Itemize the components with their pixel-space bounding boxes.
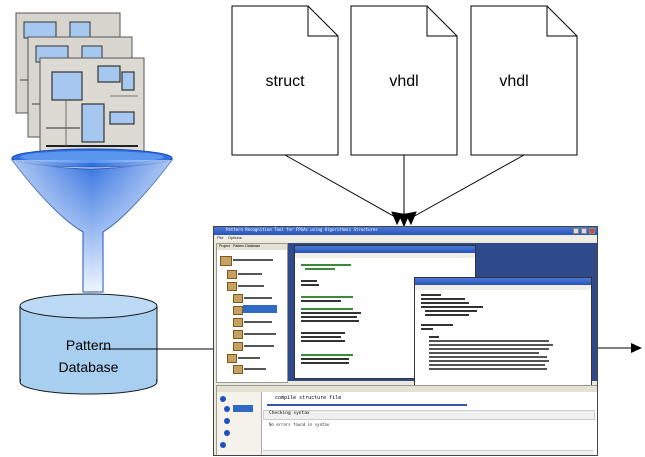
tree-item[interactable] [233,365,243,374]
pattern-database: Pattern Database [19,293,158,395]
document-vhdl-1: vhdl [350,5,458,156]
status-icon [224,418,230,424]
chip-layout-stack [15,12,145,159]
arrow-head-vhdl-2 [405,211,417,226]
editor-window-back [294,245,476,379]
application-window: Pattern Recognition Tool for FPGAs using… [213,226,598,456]
console-panel: compile structure file Checking syntax N… [216,385,597,455]
status-icon [220,442,226,448]
tree-item[interactable] [233,294,243,303]
tab-project[interactable]: Project [219,244,230,248]
tree-item[interactable] [233,342,243,351]
tree-item[interactable] [227,270,237,279]
close-button[interactable] [589,228,595,234]
chip-layout-front [39,57,145,159]
tree-item-selected[interactable] [233,306,243,315]
app-title: Pattern Recognition Tool for FPGAs using… [226,227,378,232]
document-struct-label: struct [265,73,305,90]
status-icon [224,406,230,412]
maximize-button[interactable] [581,228,587,234]
tab-pattern-database[interactable]: Pattern Database [233,244,261,248]
funnel [11,148,173,293]
tree-item[interactable] [227,354,237,363]
project-tree-panel: Project Pattern Database [216,243,288,383]
menu-options[interactable]: Options [228,235,242,240]
database-label-line1: Pattern [66,337,111,353]
document-vhdl-2: vhdl [470,5,578,156]
document-vhdl-1-label: vhdl [389,73,418,90]
console-sidebar [217,392,262,455]
database-label-line2: Database [59,359,119,375]
tree-item[interactable] [233,330,243,339]
app-titlebar: Pattern Recognition Tool for FPGAs using… [214,227,597,235]
console-line-checking: Checking syntax [269,411,310,416]
minimize-button[interactable] [573,228,579,234]
document-struct: struct [231,5,339,156]
editor-window-front [414,277,592,387]
console-line-no-errors: No errors found in syntax [269,422,330,427]
status-icon [220,396,226,402]
tree-item[interactable] [233,318,243,327]
document-vhdl-2-label: vhdl [499,73,528,90]
status-icon [224,430,230,436]
console-line-compile: compile structure file [275,395,342,401]
arrow-head-vhdl-1 [398,213,410,228]
menu-file[interactable]: File [217,235,224,240]
tree-item[interactable] [227,282,237,291]
tree-item[interactable] [220,256,232,266]
app-menubar: File Options [214,235,597,241]
input-arrows [284,154,525,228]
